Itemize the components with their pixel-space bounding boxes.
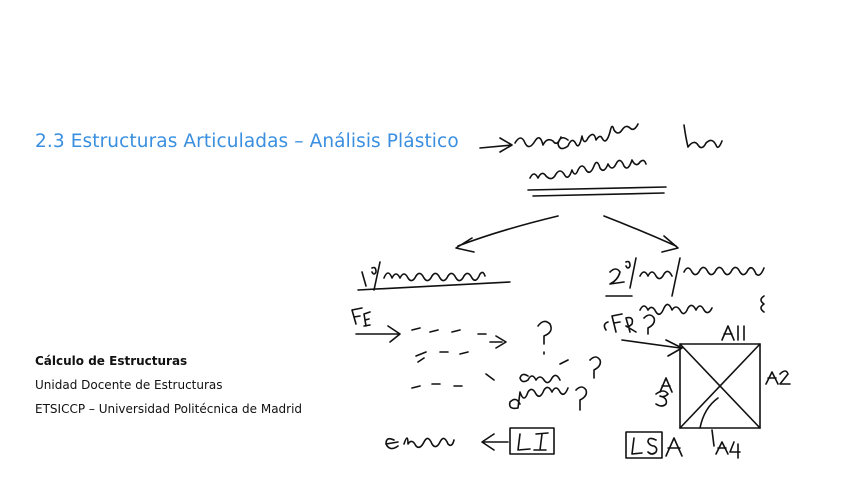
arrow-elegir (481, 433, 509, 451)
label-A1 (721, 325, 745, 341)
slide-footer: Cálculo de Estructuras Unidad Docente de… (35, 349, 302, 421)
box-LI (509, 427, 555, 455)
underline-mecanismo (357, 281, 511, 291)
text-A-after-LS (665, 437, 683, 457)
word-calcular (557, 123, 639, 150)
arrow-FR (621, 339, 683, 357)
text-LS (631, 437, 658, 455)
text-resistencias (639, 295, 765, 316)
box-LS (625, 431, 663, 459)
underline-1 (527, 186, 667, 191)
school-name: ETSICCP – Universidad Politécnica de Mad… (35, 402, 303, 416)
text-FR (603, 313, 656, 335)
text-romper (609, 257, 765, 297)
label-A2 (765, 370, 791, 385)
curve-A4 (699, 397, 719, 429)
text-FE (351, 307, 371, 327)
teaching-unit: Unidad Docente de Estructuras (35, 378, 223, 392)
diagonal-2 (679, 343, 761, 429)
underline-2 (532, 192, 665, 197)
word-para (514, 136, 562, 148)
text-donde (508, 386, 588, 411)
word-la (683, 124, 723, 149)
diagram-box (679, 343, 761, 429)
course-name: Cálculo de Estructuras (35, 354, 188, 368)
arrow-para (479, 137, 513, 153)
text-mecanismo (361, 261, 486, 291)
label-A3 (655, 377, 673, 407)
question-mark-1 (537, 320, 552, 355)
slide-title: 2.3 Estructuras Articuladas – Análisis P… (35, 131, 459, 152)
word-resistencia (529, 159, 647, 180)
text-como (519, 356, 602, 384)
arrow-left-branch (455, 215, 559, 253)
text-elegir (385, 437, 455, 450)
dashed-arrows (411, 327, 507, 389)
arrow-right-branch (603, 215, 679, 253)
arrow-FE (355, 325, 401, 343)
text-LI (517, 432, 549, 451)
label-A4 (711, 429, 741, 459)
